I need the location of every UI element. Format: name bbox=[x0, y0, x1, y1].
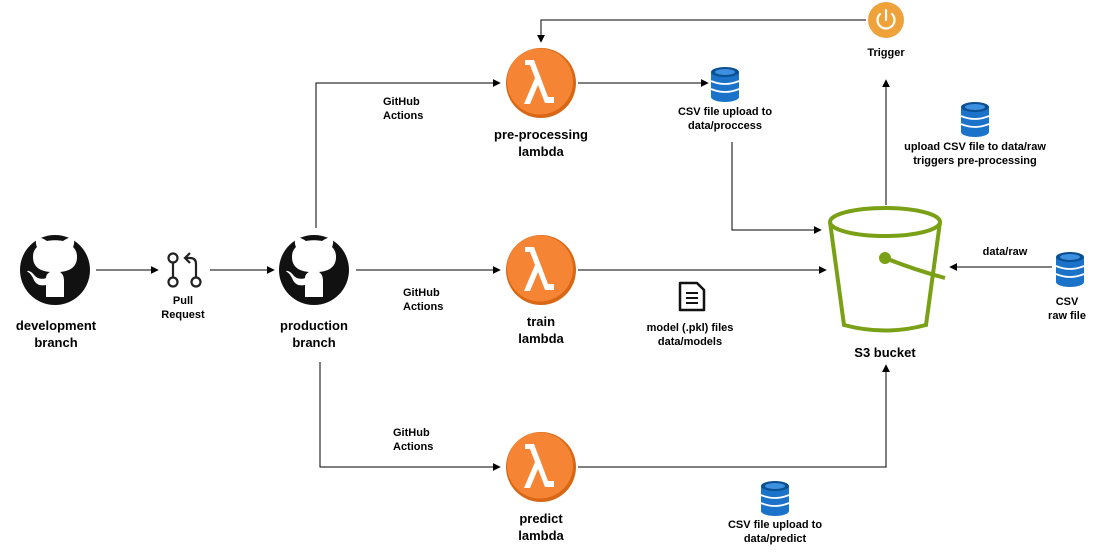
edge-predict-to-bucket bbox=[578, 364, 890, 468]
database-icon bbox=[710, 66, 740, 103]
development-branch-label: development branch bbox=[15, 318, 97, 350]
lambda-icon bbox=[506, 48, 576, 118]
csv-upload-process-label: CSV file upload to data/proccess bbox=[677, 106, 773, 133]
upload-raw-triggers-label: upload CSV file to data/raw triggers pre… bbox=[904, 141, 1046, 168]
document-icon bbox=[678, 281, 706, 312]
github-actions-label-predict: GitHub Actions bbox=[393, 427, 434, 454]
edge-prod-to-predict bbox=[319, 362, 501, 471]
github-icon bbox=[20, 235, 90, 305]
csv-raw-file-label: CSV raw file bbox=[1048, 296, 1086, 323]
production-branch-label: production branch bbox=[280, 318, 348, 350]
database-icon bbox=[1055, 251, 1085, 288]
lambda-icon bbox=[506, 235, 576, 305]
s3-bucket-label: S3 bucket bbox=[854, 345, 916, 360]
edge-process-to-bucket bbox=[731, 142, 822, 234]
lambda-icon bbox=[506, 432, 576, 502]
preprocessing-lambda-label: pre-processing lambda bbox=[494, 127, 588, 159]
github-actions-label-preprocessing: GitHub Actions bbox=[383, 96, 424, 123]
csv-upload-predict-label: CSV file upload to data/predict bbox=[727, 519, 823, 546]
edge-prod-to-preprocessing bbox=[315, 79, 501, 228]
power-icon bbox=[868, 2, 904, 38]
github-icon bbox=[279, 235, 349, 305]
database-icon bbox=[760, 480, 790, 517]
connectors bbox=[96, 19, 1052, 471]
database-icon bbox=[960, 101, 990, 138]
s3-bucket-icon bbox=[828, 206, 946, 333]
predict-lambda-label: predict lambda bbox=[518, 511, 564, 543]
data-raw-label: data/raw bbox=[982, 246, 1028, 258]
edge-trigger-to-preprocessing bbox=[537, 19, 866, 43]
trigger-label: Trigger bbox=[867, 47, 905, 59]
pull-request-icon bbox=[167, 252, 202, 288]
train-lambda-label: train lambda bbox=[518, 314, 564, 346]
model-files-label: model (.pkl) files data/models bbox=[646, 322, 734, 349]
pull-request-label: Pull Request bbox=[161, 295, 205, 322]
github-actions-label-train: GitHub Actions bbox=[403, 287, 444, 314]
